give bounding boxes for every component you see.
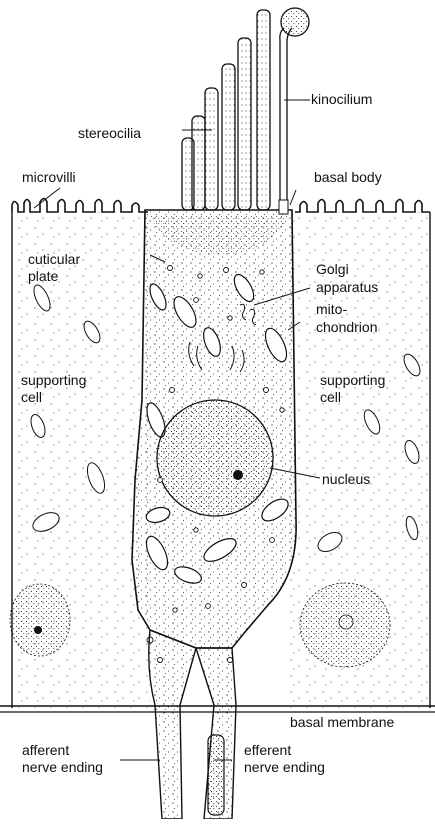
label-basal-body: basal body (314, 169, 382, 185)
label-supporting-cell-right-line1: supporting (320, 372, 385, 388)
hair-cell-nucleus (157, 400, 273, 516)
stereocilia-bundle (182, 10, 270, 210)
label-basal-membrane: basal membrane (290, 714, 394, 730)
nerve-endings (149, 630, 236, 819)
label-efferent-line2: nerve ending (244, 759, 325, 775)
label-nucleus: nucleus (322, 471, 370, 487)
kinocilium (279, 8, 309, 214)
label-afferent-line2: nerve ending (22, 759, 103, 775)
label-supporting-cell-left-line1: supporting (21, 372, 86, 388)
label-kinocilium: kinocilium (311, 91, 372, 107)
label-microvilli: microvilli (22, 169, 76, 185)
label-efferent-line1: efferent (244, 742, 291, 758)
label-supporting-cell-left-line2: cell (21, 389, 42, 405)
label-cuticular-plate-line1: cuticular (28, 251, 80, 267)
label-mitochondrion-line2: chondrion (316, 319, 378, 335)
label-mitochondrion-line1: mito- (316, 301, 347, 317)
label-stereocilia: stereocilia (78, 125, 141, 141)
label-golgi-line1: Golgi (316, 261, 349, 277)
label-afferent-line1: afferent (22, 742, 69, 758)
label-supporting-cell-right-line2: cell (320, 389, 341, 405)
label-golgi-line2: apparatus (316, 279, 378, 295)
label-cuticular-plate-line2: plate (28, 268, 58, 284)
